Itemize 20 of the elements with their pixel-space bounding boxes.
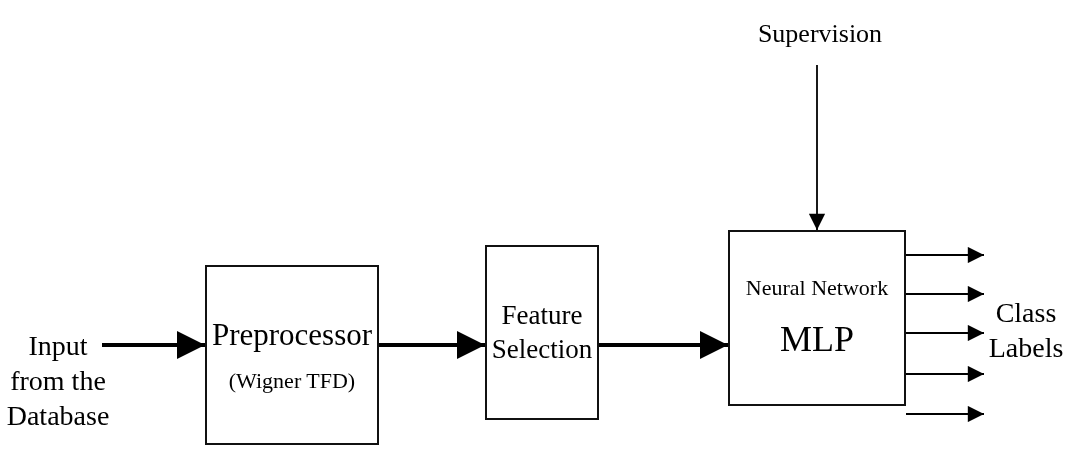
process-box (485, 245, 599, 420)
arrow (379, 331, 485, 359)
arrow (905, 285, 985, 303)
process-box (205, 265, 379, 445)
arrow (808, 64, 826, 231)
process-box (728, 230, 906, 406)
arrow (102, 331, 205, 359)
arrow (905, 324, 985, 342)
box-subtitle: MLP (780, 318, 854, 362)
text-label: Supervision (757, 18, 883, 51)
arrow (599, 331, 728, 359)
box-title: Preprocessor (211, 315, 373, 354)
arrow (905, 365, 985, 383)
arrow (905, 246, 985, 264)
box-title: Feature Selection (490, 298, 594, 366)
arrow (905, 405, 985, 423)
box-title: Neural Network (745, 273, 889, 302)
text-label: Input from the Database (6, 328, 110, 433)
text-label: Class Labels (988, 296, 1064, 365)
box-subtitle: (Wigner TFD) (228, 366, 356, 395)
